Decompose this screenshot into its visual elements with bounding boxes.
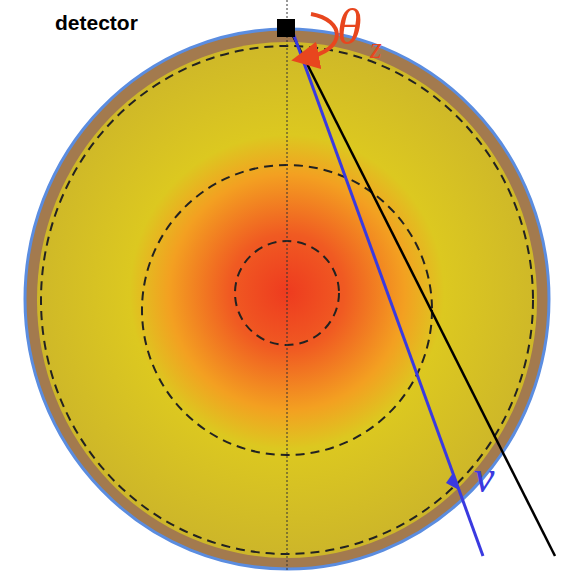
angle-subscript: z — [370, 33, 382, 63]
neutrino-arrowhead — [446, 473, 459, 490]
neutrino-label: ν — [474, 454, 494, 500]
zenith-angle-arc — [305, 14, 337, 58]
detector-square — [277, 19, 295, 37]
neutrino-path — [292, 30, 483, 556]
angle-symbol: θ — [337, 2, 362, 52]
reference-line — [290, 30, 555, 556]
vertical-axis — [287, 0, 288, 571]
detector-label: detector — [55, 12, 138, 33]
